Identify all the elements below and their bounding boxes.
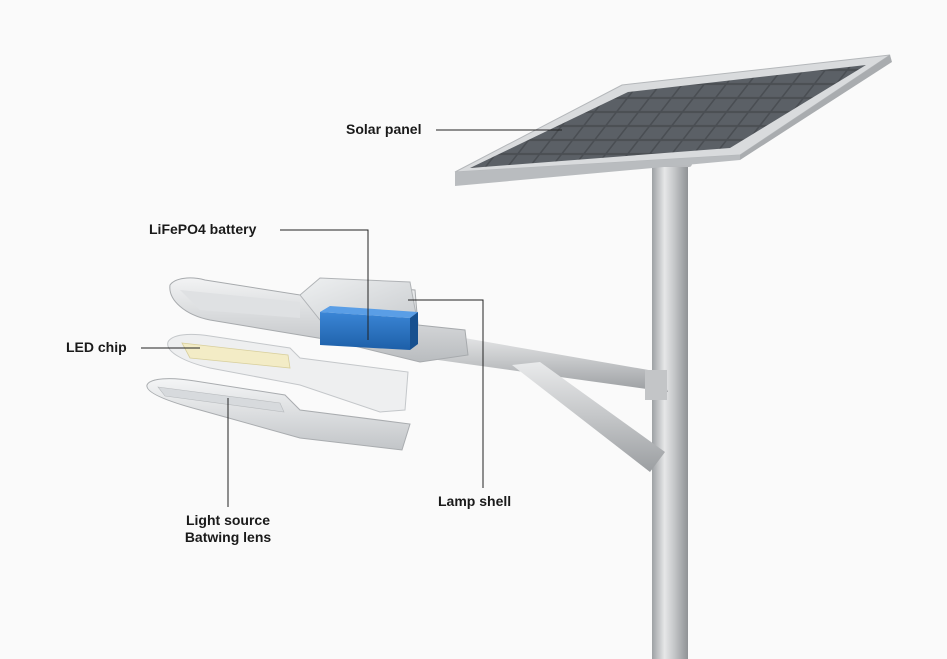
solar-panel-label: Solar panel xyxy=(346,121,422,137)
light-source-line-1: Light source xyxy=(185,512,270,528)
arm-bracket xyxy=(430,332,668,472)
light-source-label: Light source Batwing lens xyxy=(176,512,280,546)
lifepo4-battery-graphic xyxy=(320,306,418,350)
leader-lamp-shell xyxy=(408,299,484,488)
led-chip-label: LED chip xyxy=(66,339,127,355)
lamp-shell-label: Lamp shell xyxy=(438,493,512,509)
leader-lines xyxy=(141,129,562,507)
leader-battery xyxy=(280,229,369,340)
light-source-line-2: Batwing lens xyxy=(184,529,272,545)
battery-label: LiFePO4 battery xyxy=(149,221,257,237)
lens-graphic xyxy=(146,378,411,451)
pole xyxy=(648,155,692,659)
led-chip-graphic xyxy=(167,333,409,413)
solar-panel-graphic xyxy=(454,54,892,186)
